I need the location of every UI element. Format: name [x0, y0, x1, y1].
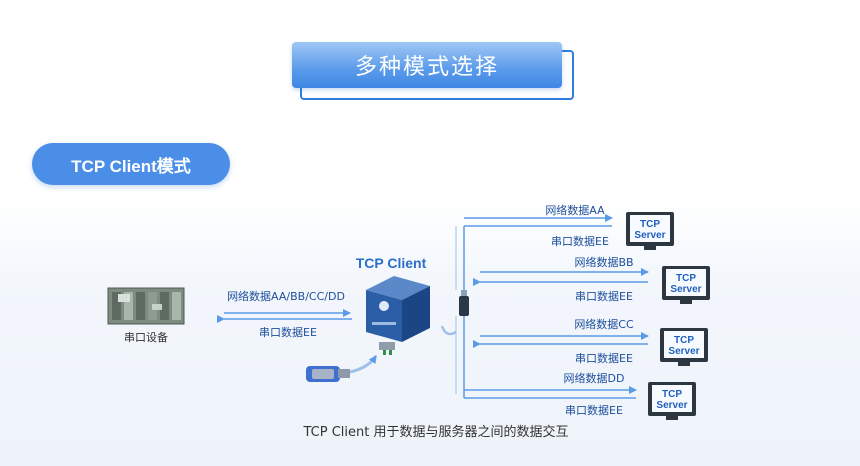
server-2-label-line2: Server	[670, 284, 701, 295]
network-cable-arrow	[440, 325, 457, 336]
diagram-caption: TCP Client 用于数据与服务器之间的数据交互	[303, 424, 569, 440]
server-2-monitor-icon	[662, 266, 710, 304]
ethernet-plug-icon	[459, 290, 469, 316]
server-1-monitor-icon	[626, 212, 674, 250]
db9-connector-icon	[306, 366, 350, 382]
server-3-monitor-icon	[660, 328, 708, 366]
server-group-2: 网络数据BB 串口数据EE TCP Server	[473, 255, 710, 304]
section-title: 多种模式选择	[292, 42, 574, 100]
server-3-serial-label: 串口数据EE	[575, 351, 633, 365]
diagram-background	[0, 198, 860, 466]
tcp-client-device-icon	[366, 276, 430, 355]
server-2-label-line1: TCP	[676, 273, 696, 284]
server-4-serial-label: 串口数据EE	[565, 403, 623, 417]
server-2-net-label: 网络数据BB	[574, 255, 633, 269]
cable-arrow	[349, 355, 378, 374]
title-text: 多种模式选择	[292, 42, 562, 88]
server-3-net-label: 网络数据CC	[574, 317, 634, 331]
server-4-net-label: 网络数据DD	[564, 371, 625, 385]
server-3-label-line1: TCP	[674, 335, 694, 346]
left-net-label: 网络数据AA/BB/CC/DD	[227, 289, 345, 303]
serial-device-label: 串口设备	[124, 330, 168, 344]
server-group-1: 网络数据AA 串口数据EE TCP Server	[464, 203, 674, 250]
server-4-label-line2: Server	[656, 400, 687, 411]
server-group-4: 网络数据DD 串口数据EE TCP Server	[464, 371, 696, 420]
server-3-label-line2: Server	[668, 346, 699, 357]
left-serial-label: 串口数据EE	[259, 325, 317, 339]
server-1-label-line1: TCP	[640, 219, 660, 230]
device-label: TCP Client	[356, 255, 427, 271]
server-4-label-line1: TCP	[662, 389, 682, 400]
server-1-serial-label: 串口数据EE	[551, 234, 609, 248]
server-1-net-label: 网络数据AA	[545, 203, 605, 217]
server-group-3: 网络数据CC 串口数据EE TCP Server	[473, 317, 708, 366]
mode-tab-tcp-client[interactable]: TCP Client模式	[32, 143, 230, 185]
server-1-label-line2: Server	[634, 230, 665, 241]
server-2-serial-label: 串口数据EE	[575, 289, 633, 303]
serial-device-icon	[107, 287, 185, 325]
server-4-monitor-icon	[648, 382, 696, 420]
